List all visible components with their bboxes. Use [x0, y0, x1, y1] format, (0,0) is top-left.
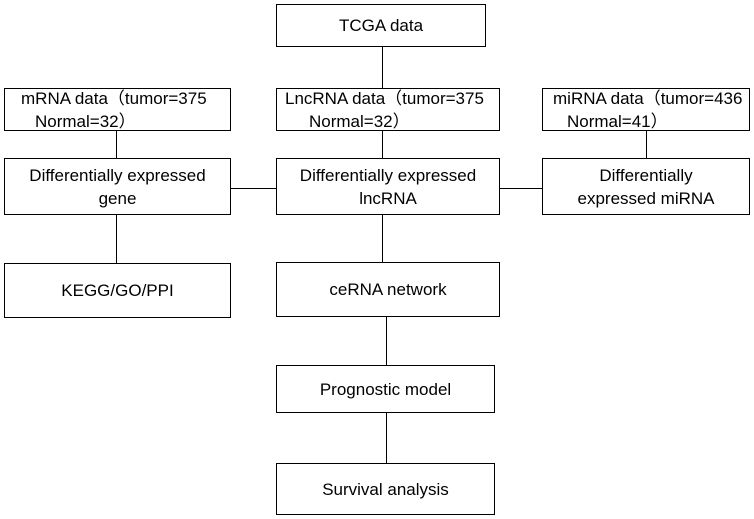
node-survival-analysis: Survival analysis — [276, 463, 495, 515]
node-delnc-line-2: lncRNA — [359, 188, 417, 208]
node-differentially-expressed-lncrna: Differentially expressed lncRNA — [276, 158, 500, 215]
edge-cerna-to-prognostic — [386, 316, 387, 366]
node-prognostic-model: Prognostic model — [276, 365, 495, 413]
edge-deg-to-kegg — [116, 214, 117, 264]
node-mrna-data: mRNA data（tumor=375 Normal=32） — [4, 88, 231, 131]
node-demir-line-1: Differentially — [599, 165, 693, 185]
edge-mrna-to-deg — [116, 130, 117, 158]
edge-lncrna-to-delnc — [382, 130, 383, 158]
edge-tcga-to-lncrna — [382, 46, 383, 88]
node-deg-line-2: gene — [98, 188, 137, 208]
edge-mirna-to-demir — [646, 130, 647, 158]
node-lncrna-data: LncRNA data（tumor=375 Normal=32） — [276, 88, 500, 131]
node-kegg-line-1: KEGG/GO/PPI — [61, 281, 174, 300]
edge-delnc-to-demir — [500, 188, 542, 189]
edge-prognostic-to-survival — [386, 412, 387, 464]
node-differentially-expressed-gene: Differentially expressed gene — [4, 158, 231, 215]
node-differentially-expressed-mirna: Differentially expressed miRNA — [542, 158, 750, 215]
node-mirna-data: miRNA data（tumor=436 Normal=41） — [542, 88, 750, 131]
node-tcga-data: TCGA data — [276, 4, 486, 47]
node-mirna-data-line-2: Normal=41） — [567, 111, 668, 131]
node-demir-line-2: expressed miRNA — [577, 188, 715, 208]
node-kegg-go-ppi: KEGG/GO/PPI — [4, 263, 231, 318]
edge-deg-to-delnc — [230, 188, 278, 189]
node-cerna-network: ceRNA network — [276, 262, 500, 317]
node-tcga-data-line-1: TCGA data — [338, 16, 424, 35]
node-survival-line-1: Survival analysis — [322, 479, 449, 499]
node-prognostic-line-1: Prognostic model — [319, 379, 452, 399]
node-mrna-data-line-1: mRNA data（tumor=375 — [21, 88, 207, 108]
node-deg-line-1: Differentially expressed — [29, 165, 206, 185]
node-cerna-line-1: ceRNA network — [329, 280, 447, 299]
node-lncrna-data-line-1: LncRNA data（tumor=375 — [285, 88, 484, 108]
edge-delnc-to-cerna — [382, 214, 383, 262]
node-mirna-data-line-1: miRNA data（tumor=436 — [553, 88, 743, 108]
node-mrna-data-line-2: Normal=32） — [35, 111, 136, 131]
node-delnc-line-1: Differentially expressed — [299, 165, 477, 185]
node-lncrna-data-line-2: Normal=32） — [309, 111, 410, 131]
